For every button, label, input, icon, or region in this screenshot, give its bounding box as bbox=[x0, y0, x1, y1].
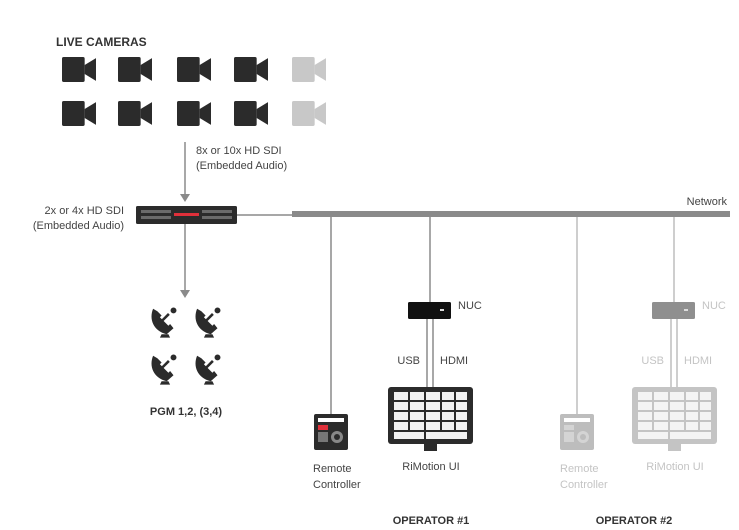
op2-hdmi-label: HDMI bbox=[684, 355, 712, 367]
op2-ui-label: RiMotion UI bbox=[646, 461, 703, 473]
touch-monitor-icon-optional bbox=[632, 387, 717, 451]
video-camera-icon-optional bbox=[292, 101, 326, 126]
op2-remote-label-line2: Controller bbox=[560, 479, 608, 491]
touch-monitor-icon bbox=[388, 387, 473, 451]
video-camera-icon bbox=[62, 101, 96, 126]
op2-usb-label: USB bbox=[641, 355, 664, 367]
video-camera-icon bbox=[234, 57, 268, 82]
camera-feed-label-line1: 8x or 10x HD SDI bbox=[196, 145, 282, 157]
network-label: Network bbox=[687, 196, 728, 208]
op2-remote-label-line1: Remote bbox=[560, 463, 599, 475]
video-camera-icon bbox=[177, 57, 211, 82]
pgm-dishes bbox=[151, 307, 221, 385]
network-bus bbox=[292, 211, 730, 217]
op2-nuc-label: NUC bbox=[702, 300, 726, 312]
live-cameras-label: LIVE CAMERAS bbox=[56, 35, 147, 49]
arrow-head-icon bbox=[180, 194, 190, 202]
router-output-label-line2: (Embedded Audio) bbox=[33, 220, 124, 232]
satellite-dish-icon bbox=[151, 307, 177, 338]
remote-controller-icon-optional bbox=[560, 414, 594, 450]
video-camera-icon bbox=[62, 57, 96, 82]
video-camera-icon bbox=[234, 101, 268, 126]
satellite-dish-icon bbox=[151, 354, 177, 385]
router-output-label-line1: 2x or 4x HD SDI bbox=[45, 205, 124, 217]
op1-remote-label-line1: Remote bbox=[313, 463, 352, 475]
nuc-computer-icon-optional bbox=[652, 302, 695, 319]
pgm-label: PGM 1,2, (3,4) bbox=[150, 406, 222, 418]
nuc-computer-icon bbox=[408, 302, 451, 319]
video-camera-icon bbox=[177, 101, 211, 126]
operator-1-title: OPERATOR #1 bbox=[393, 515, 470, 527]
op1-remote-label-line2: Controller bbox=[313, 479, 361, 491]
op1-usb-label: USB bbox=[397, 355, 420, 367]
op1-hdmi-label: HDMI bbox=[440, 355, 468, 367]
camera-feed-label-line2: (Embedded Audio) bbox=[196, 160, 287, 172]
operator-2-title: OPERATOR #2 bbox=[596, 515, 673, 527]
video-camera-icon bbox=[118, 57, 152, 82]
video-camera-icon-optional bbox=[292, 57, 326, 82]
satellite-dish-icon bbox=[195, 307, 221, 338]
sdi-router-icon bbox=[136, 206, 237, 224]
arrow-head-icon bbox=[180, 290, 190, 298]
op1-nuc-label: NUC bbox=[458, 300, 482, 312]
satellite-dish-icon bbox=[195, 354, 221, 385]
camera-grid bbox=[62, 57, 326, 126]
op1-ui-label: RiMotion UI bbox=[402, 461, 459, 473]
video-camera-icon bbox=[118, 101, 152, 126]
remote-controller-icon bbox=[314, 414, 348, 450]
